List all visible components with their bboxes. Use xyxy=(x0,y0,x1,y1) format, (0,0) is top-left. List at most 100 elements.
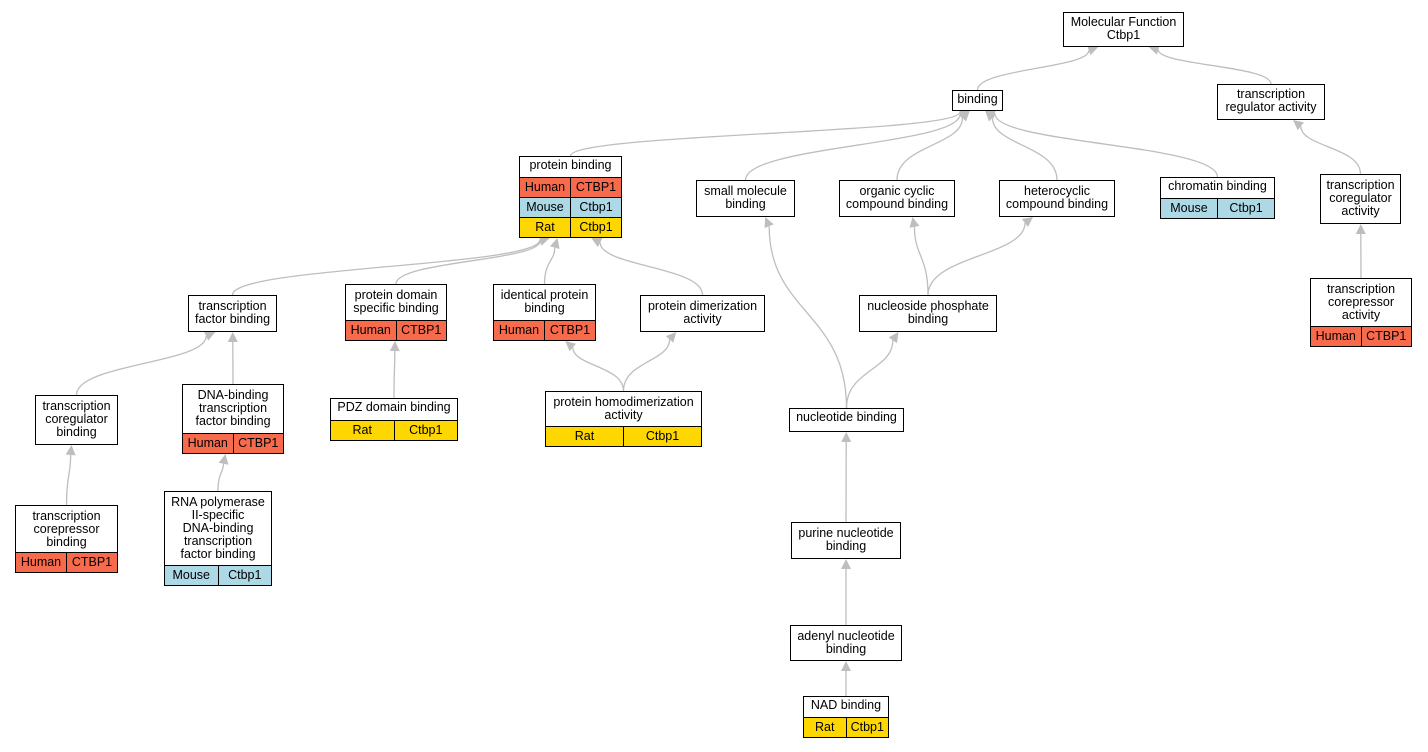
edge-nb-to-npb xyxy=(845,340,894,409)
node-label: small molecule binding xyxy=(696,180,795,217)
node-label: transcription corepressor binding xyxy=(15,505,118,553)
node-label: protein binding xyxy=(519,156,622,178)
edge-pdsb-to-pb xyxy=(395,240,541,285)
node-label: transcription coregulator binding xyxy=(35,395,118,445)
edge-phda-to-ipb xyxy=(572,347,625,392)
edge-arrowhead xyxy=(841,432,852,443)
edge-chb-to-binding xyxy=(994,113,1219,178)
edge-tca_r-to-tra xyxy=(1300,126,1362,175)
edge-pdz-to-pdsb xyxy=(393,350,396,399)
edge-pb-to-binding xyxy=(569,111,961,157)
node-label: purine nucleotide binding xyxy=(791,522,901,559)
edge-arrowhead xyxy=(841,661,851,671)
node-transcription-factor-binding[interactable]: transcription factor binding xyxy=(188,295,277,332)
node-adenyl-nucleotide-binding[interactable]: adenyl nucleotide binding xyxy=(790,625,902,661)
edge-arrowhead xyxy=(218,454,229,465)
edge-arrowhead xyxy=(1355,224,1366,235)
edge-arrowhead xyxy=(985,108,997,119)
node-label: identical protein binding xyxy=(493,284,596,321)
node-transcription-coregulator-activity[interactable]: transcription coregulator activity xyxy=(1320,174,1401,224)
node-transcription-coregulator-binding[interactable]: transcription coregulator binding xyxy=(35,395,118,445)
node-heterocyclic-compound-binding[interactable]: heterocyclic compound binding xyxy=(999,180,1115,217)
edge-tcb-to-tfb xyxy=(75,336,207,396)
edge-arrowhead xyxy=(1021,217,1033,227)
node-label: chromatin binding xyxy=(1160,177,1275,199)
node-label: RNA polymerase II-specific DNA-binding t… xyxy=(164,491,272,566)
edge-rnap-to-dbtfb xyxy=(217,463,225,492)
edge-arrowhead xyxy=(959,111,970,122)
edge-hcb-to-binding xyxy=(991,117,1058,181)
edge-arrowhead xyxy=(841,559,851,569)
node-label: transcription corepressor activity xyxy=(1310,278,1412,327)
node-label: binding xyxy=(952,90,1003,111)
edge-arrowhead xyxy=(764,217,774,229)
edge-arrowhead xyxy=(1087,45,1099,56)
node-nucleotide-binding[interactable]: nucleotide binding xyxy=(789,408,904,432)
edge-ipb-to-pb xyxy=(543,247,556,285)
edge-arrowhead xyxy=(591,238,603,248)
edge-arrowhead xyxy=(565,341,577,352)
edge-arrowhead xyxy=(1293,120,1304,131)
edge-smb-to-binding xyxy=(744,113,961,181)
node-label: transcription regulator activity xyxy=(1217,84,1325,120)
node-small-molecule-binding[interactable]: small molecule binding xyxy=(696,180,795,217)
node-label: nucleotide binding xyxy=(789,408,904,432)
edge-arrowhead xyxy=(65,445,76,456)
edge-phda-to-pda xyxy=(622,339,671,392)
node-molecular-function[interactable]: Molecular Function Ctbp1 xyxy=(1063,12,1184,47)
edge-npb-to-ocb xyxy=(913,226,929,296)
node-dna-binding-transcription-factor-binding[interactable]: DNA-binding transcription factor binding… xyxy=(182,384,284,454)
edge-tcrb-to-tcb xyxy=(65,454,72,506)
edge-arrowhead xyxy=(204,331,216,341)
node-nucleoside-phosphate-binding[interactable]: nucleoside phosphate binding xyxy=(859,295,997,332)
node-label: protein domain specific binding xyxy=(345,284,447,321)
node-organic-cyclic-compound-binding[interactable]: organic cyclic compound binding xyxy=(839,180,955,217)
node-rna-polymerase-ii-specific-binding[interactable]: RNA polymerase II-specific DNA-binding t… xyxy=(164,491,272,586)
edge-npb-to-hcb xyxy=(927,222,1026,296)
node-label: adenyl nucleotide binding xyxy=(790,625,902,661)
node-transcription-regulator-activity[interactable]: transcription regulator activity xyxy=(1217,84,1325,120)
node-label: PDZ domain binding xyxy=(330,398,458,421)
node-label: NAD binding xyxy=(803,696,889,718)
node-transcription-corepressor-activity[interactable]: transcription corepressor activity Human… xyxy=(1310,278,1412,347)
edge-pda-to-pb xyxy=(599,242,704,296)
node-label: protein homodimerization activity xyxy=(545,391,702,427)
node-label: transcription factor binding xyxy=(188,295,277,332)
edge-arrowhead xyxy=(227,332,238,343)
edge-nb-to-smb xyxy=(768,226,848,409)
edge-arrowhead xyxy=(538,236,550,246)
node-purine-nucleotide-binding[interactable]: purine nucleotide binding xyxy=(791,522,901,559)
node-label: heterocyclic compound binding xyxy=(999,180,1115,217)
edge-arrowhead xyxy=(909,217,920,228)
edge-binding-to-mf xyxy=(976,50,1090,91)
node-label: Molecular Function Ctbp1 xyxy=(1063,12,1184,47)
node-binding[interactable]: binding xyxy=(952,90,1003,111)
edge-arrowhead xyxy=(888,332,899,344)
edge-arrowhead xyxy=(665,332,677,343)
node-label: nucleoside phosphate binding xyxy=(859,295,997,332)
node-label: protein dimerization activity xyxy=(640,295,765,332)
edge-arrowhead xyxy=(549,238,560,249)
node-protein-dimerization-activity[interactable]: protein dimerization activity xyxy=(640,295,765,332)
